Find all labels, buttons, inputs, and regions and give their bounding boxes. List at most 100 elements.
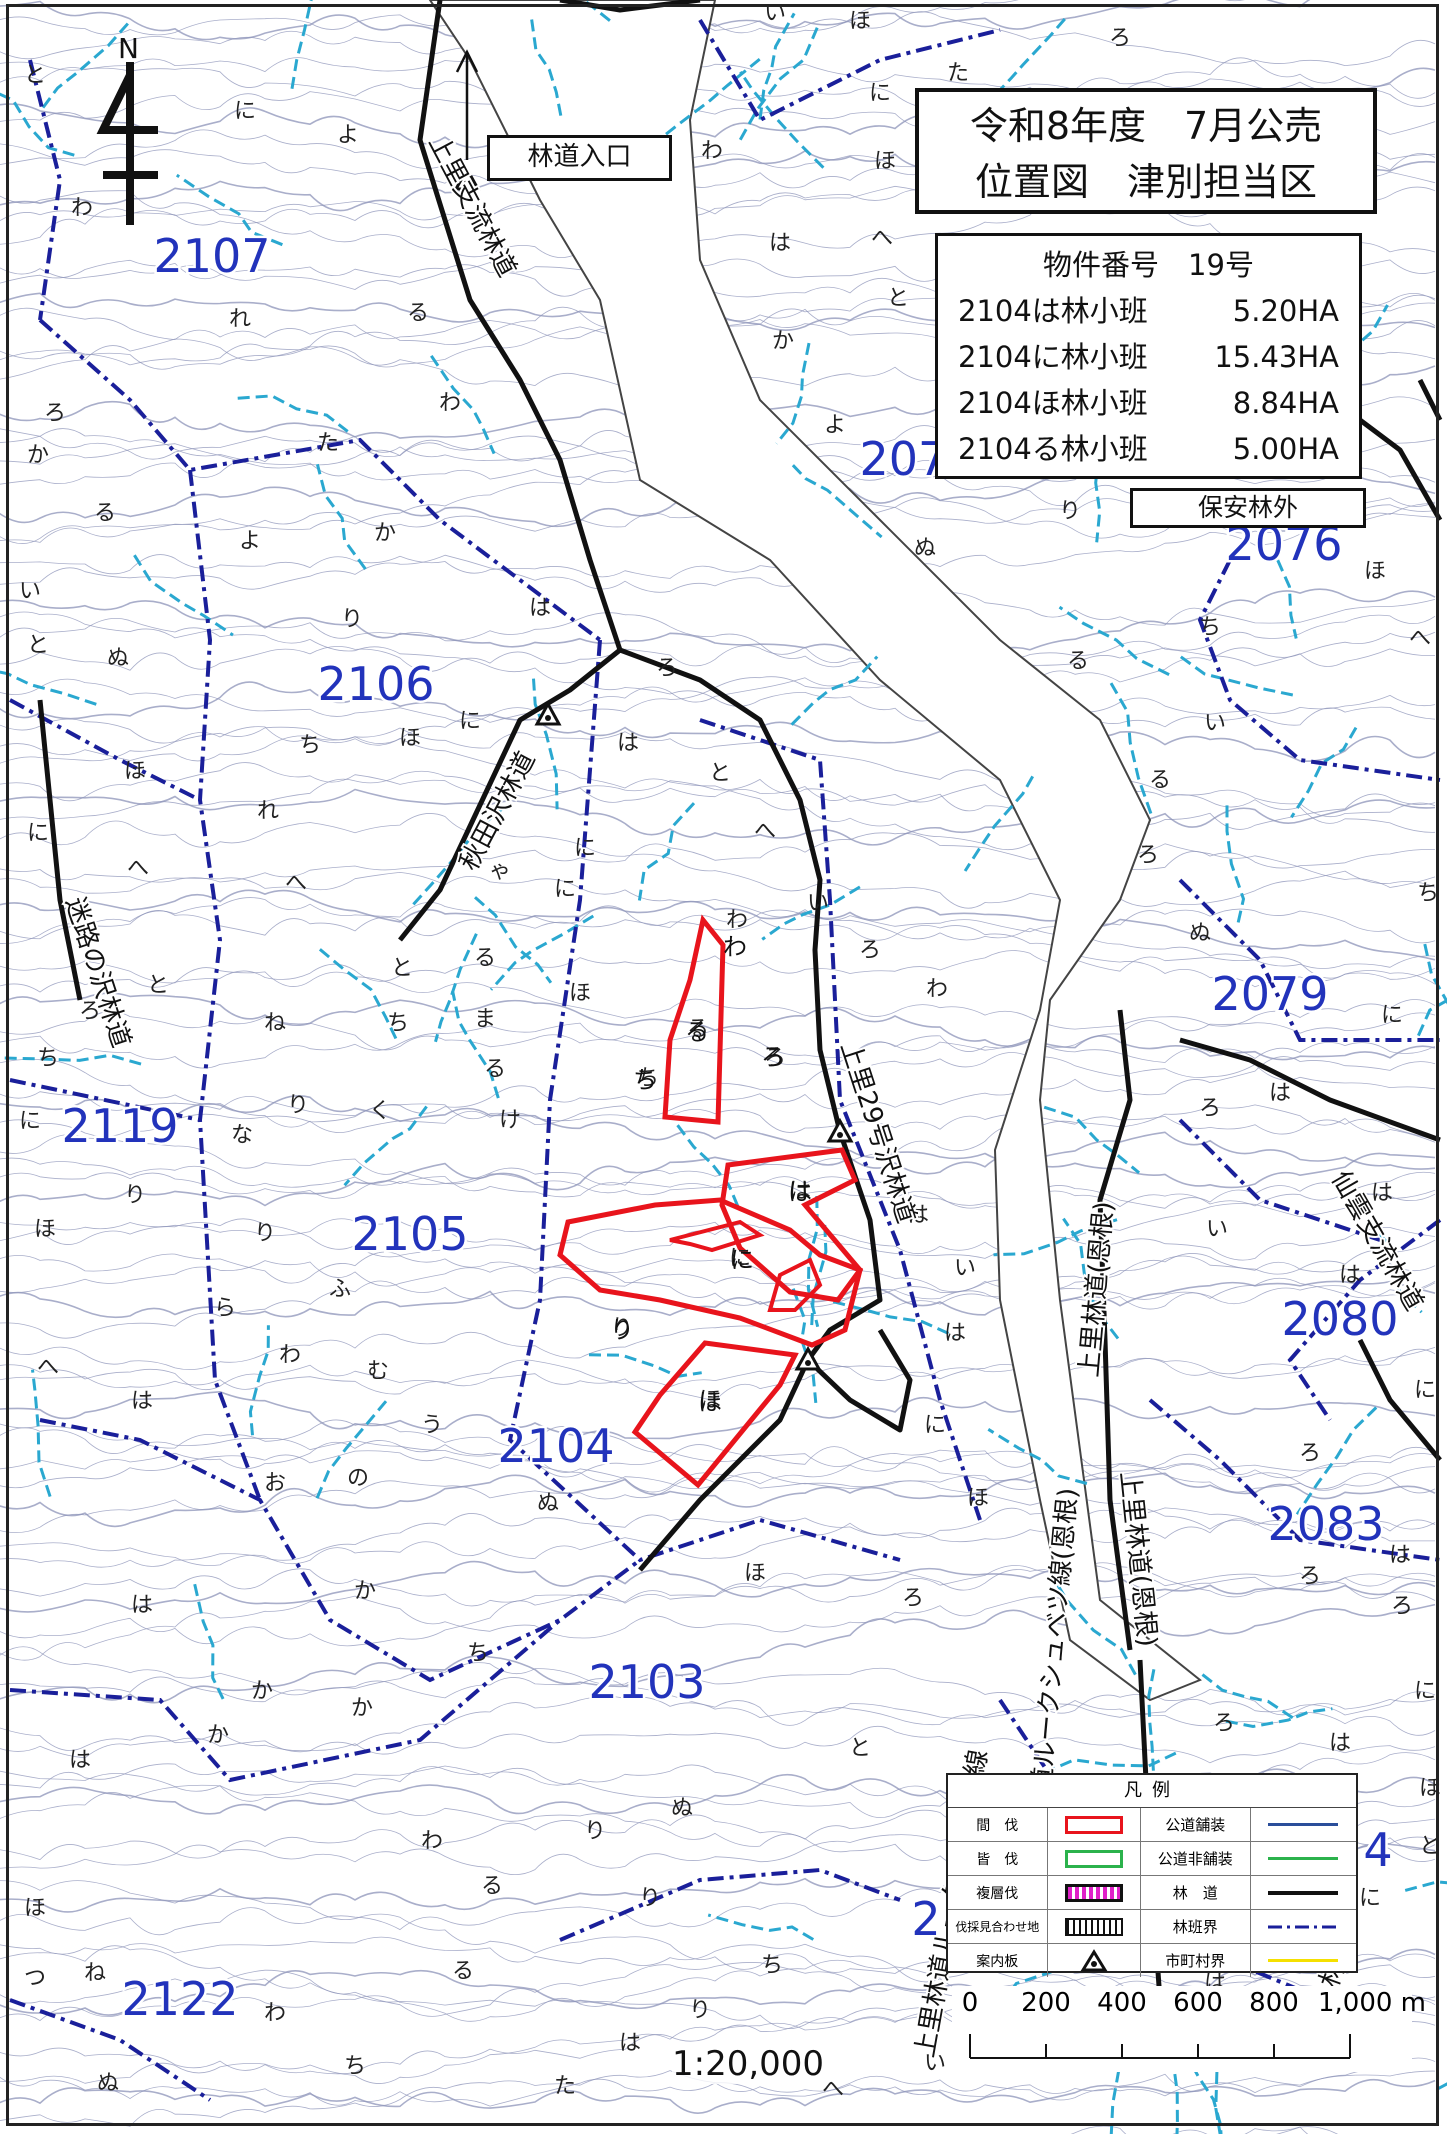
contour-line [0, 897, 1436, 988]
legend-row: 間 伐 公道舗装 [948, 1808, 1356, 1842]
subcompartment-label: り [1059, 499, 1081, 524]
compartment-boundary [559, 1867, 901, 1942]
contour-line [0, 1103, 1436, 1154]
scale-tick-label: 600 [1173, 1988, 1223, 2018]
legend-label: 公道非舗装 [1141, 1842, 1251, 1875]
cut-area-2104-ni [557, 1197, 863, 1348]
contour-line [0, 1010, 1436, 1066]
subcompartment-label: に [554, 877, 576, 902]
subcompartment-label: る [484, 1057, 506, 1082]
stream-line [637, 802, 696, 901]
road-entrance-label: 林道入口 [487, 135, 672, 181]
subcompartment-label: と [24, 63, 46, 88]
subcompartment-label: へ [1409, 626, 1431, 651]
compartment-boundary [39, 1418, 642, 1683]
stream-line [987, 1428, 1088, 1485]
subcompartment-label: は [1329, 1731, 1351, 1756]
stream-line [580, 0, 611, 22]
subcompartment-label: と [147, 973, 169, 998]
property-row: 2104ほ林小班 8.84HA [948, 380, 1349, 426]
stream-line [434, 933, 478, 1043]
contour-line [0, 11, 1436, 67]
subcompartment-label: ぬ [107, 646, 129, 671]
subcompartment-label: お [264, 1471, 286, 1496]
contour-line [0, 1119, 1436, 1209]
subcompartment-label: に [459, 709, 481, 734]
contour-line [0, 1646, 1436, 1716]
contour-line [0, 2078, 1436, 2114]
legend-label: 市町村界 [1141, 1944, 1251, 1977]
forest-road [1179, 1037, 1441, 1143]
forest-road-symbol [1251, 1876, 1356, 1909]
protection-forest-label: 保安林外 [1130, 488, 1366, 528]
withheld-symbol [1048, 1910, 1142, 1943]
subcompartment-label: か [772, 329, 794, 354]
contour-line [0, 1189, 1436, 1259]
subcompartment-label: か [251, 1679, 273, 1704]
compartment-boundary [1287, 1218, 1442, 1422]
subcompartment-label: る [1149, 768, 1171, 793]
subcompartment-label: は [529, 596, 551, 621]
subcompartment-label: ほ [569, 981, 591, 1006]
subcompartment-label: ほ [967, 1486, 989, 1511]
subcompartment-label: ぬ [537, 1491, 559, 1516]
compartment-boundary [1148, 1398, 1441, 1562]
stand-name: 2104は林小班 [958, 294, 1148, 328]
subcompartment-label: と [1419, 1834, 1441, 1859]
contour-line [0, 512, 1436, 593]
subcompartment-label: い [954, 1256, 976, 1281]
stream-line [1051, 1575, 1137, 1676]
subcompartment-label: に [729, 1246, 751, 1271]
subcompartment-label: ち [1199, 615, 1221, 640]
subcompartment-label: へ [871, 226, 893, 251]
subcompartment-label: ろ [1299, 1441, 1321, 1466]
subcompartment-label: に [234, 99, 256, 124]
unpaved-road-symbol [1251, 1842, 1356, 1875]
stream-line [775, 342, 811, 445]
title-line-1: 令和8年度 7月公売 [969, 104, 1323, 148]
stream-line [1290, 726, 1358, 819]
stream-line [248, 1325, 270, 1436]
contour-line [0, 1440, 1436, 1493]
contour-line [0, 1104, 1436, 1199]
legend-label: 公道舗装 [1141, 1808, 1251, 1841]
legend-label: 林班界 [1141, 1910, 1251, 1943]
stream-line [1147, 1669, 1156, 1787]
subcompartment-label: ほ [849, 9, 871, 34]
contour-line [0, 1348, 1436, 1402]
scale-tick-label: 0 [961, 1988, 979, 2018]
compartment-number: 2079 [1211, 967, 1328, 1021]
compartment-boundary [9, 1618, 562, 1783]
signboard-icon [534, 700, 562, 726]
subcompartment-label: は [1389, 1543, 1411, 1568]
forest-road [37, 699, 83, 1001]
stand-label: る [685, 1018, 709, 1046]
stream-line [1058, 605, 1170, 676]
scale-labels: 0 200 400 600 800 1,000 m [952, 1988, 1426, 2020]
subcompartment-label: か [354, 1579, 376, 1604]
subcompartment-label: わ [701, 139, 723, 164]
subcompartment-label: は [944, 1321, 966, 1346]
property-row: 2104に林小班 15.43HA [948, 334, 1349, 380]
contour-line [1070, 2125, 1338, 2134]
compartment-number: 2105 [351, 1207, 468, 1261]
subcompartment-label: い [764, 1, 786, 26]
contour-line [0, 1390, 1436, 1440]
signboard-icon [1080, 1948, 1108, 1971]
subcompartment-label: ろ [1299, 1564, 1321, 1589]
contour-line [0, 1576, 1436, 1661]
paved-road-symbol [1251, 1808, 1356, 1841]
scale-ratio: 1:20,000 [672, 2044, 825, 2084]
legend-row: 案内板 市町村界 [948, 1944, 1356, 1977]
municipal-boundary-symbol [1251, 1944, 1356, 1977]
subcompartment-label: つ [24, 1966, 46, 1991]
subcompartment-label: と [709, 761, 731, 786]
compartment-boundary [1178, 1118, 1381, 1242]
subcompartment-label: へ [127, 856, 149, 881]
clearcut-symbol [1048, 1842, 1142, 1875]
stream-line [651, 58, 761, 146]
contour-line [0, 554, 1436, 626]
north-arrow-icon [96, 62, 158, 225]
subcompartment-label: に [924, 1413, 946, 1438]
stream-line [193, 1583, 226, 1703]
